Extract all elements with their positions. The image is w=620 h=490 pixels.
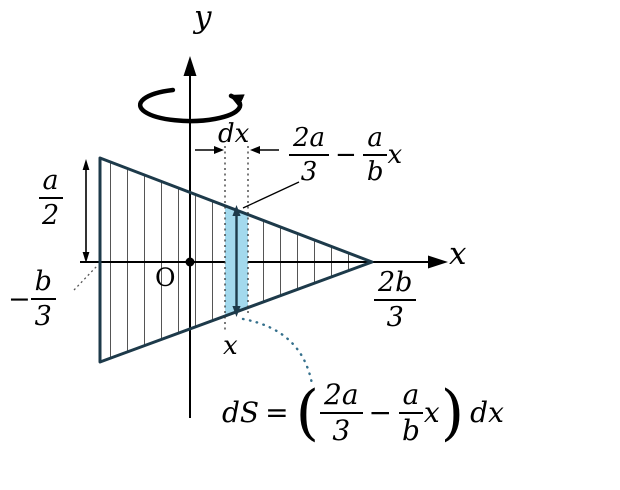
area-expression-lhs: dS (222, 396, 260, 429)
right-intercept-denominator: 3 (386, 302, 404, 333)
edge-f1-numerator: 2a (289, 124, 330, 156)
area-expression-open-paren: ( (295, 377, 319, 448)
strip-height-top-arrowhead-icon (232, 205, 241, 216)
edge-f2-denominator: b (366, 157, 384, 187)
x-axis-arrowhead (428, 255, 448, 269)
edge-f2-numerator: a (363, 124, 387, 156)
y-axis-label: y (194, 0, 212, 35)
area-label-leader-curve (241, 317, 314, 386)
area-expression-variable: x (423, 396, 440, 429)
area-expression-label: dS = ( 2a 3 − a b x ) dx (222, 380, 504, 446)
half-height-denominator: 2 (42, 200, 60, 231)
half-height-top-arrowhead-icon (82, 159, 90, 170)
edge-expression-fraction-1: 2a 3 (289, 124, 330, 187)
right-intercept-label: 2b 3 (374, 268, 417, 333)
left-intercept-sign: − (8, 283, 31, 315)
area-f1-denominator: 3 (332, 414, 351, 447)
area-expression-equals: = (265, 396, 289, 429)
edge-label-leader-line (242, 181, 300, 209)
area-f2-denominator: b (401, 414, 420, 447)
left-intercept-leader-line (73, 265, 98, 291)
x-axis-label: x (449, 236, 467, 272)
y-axis-arrowhead (183, 56, 197, 76)
left-intercept-denominator: 3 (34, 301, 52, 332)
half-height-numerator: a (38, 166, 63, 199)
edge-expression-label: 2a 3 − a b x (289, 124, 402, 186)
half-height-label: a 2 (38, 166, 63, 230)
dx-left-arrowhead-icon (214, 146, 224, 154)
edge-expression-minus: − (335, 140, 357, 170)
dx-right-arrowhead-icon (250, 146, 260, 154)
area-f1-numerator: 2a (320, 380, 363, 414)
left-intercept-fraction: b 3 (30, 267, 56, 332)
origin-dot (185, 257, 195, 267)
area-expression-fraction-2: a b (398, 380, 424, 446)
strip-height-bottom-arrowhead-icon (232, 306, 241, 317)
strip-width-label: dx (218, 119, 250, 149)
origin-label: O (155, 263, 176, 292)
right-intercept-numerator: 2b (374, 268, 417, 301)
strip-position-label: x (223, 331, 238, 361)
area-expression-minus: − (368, 396, 392, 429)
area-f2-numerator: a (398, 380, 424, 414)
rotation-arrow-icon (137, 87, 245, 124)
area-expression-rhs: dx (470, 396, 504, 429)
left-intercept-label: − b 3 (8, 267, 56, 331)
edge-f1-denominator: 3 (300, 157, 318, 187)
left-intercept-numerator: b (30, 267, 56, 300)
area-expression-close-paren: ) (440, 377, 465, 448)
area-expression-fraction-1: 2a 3 (320, 380, 363, 446)
half-height-bottom-arrowhead-icon (82, 252, 90, 263)
edge-expression-fraction-2: a b (363, 124, 388, 186)
edge-expression-variable: x (387, 140, 403, 170)
